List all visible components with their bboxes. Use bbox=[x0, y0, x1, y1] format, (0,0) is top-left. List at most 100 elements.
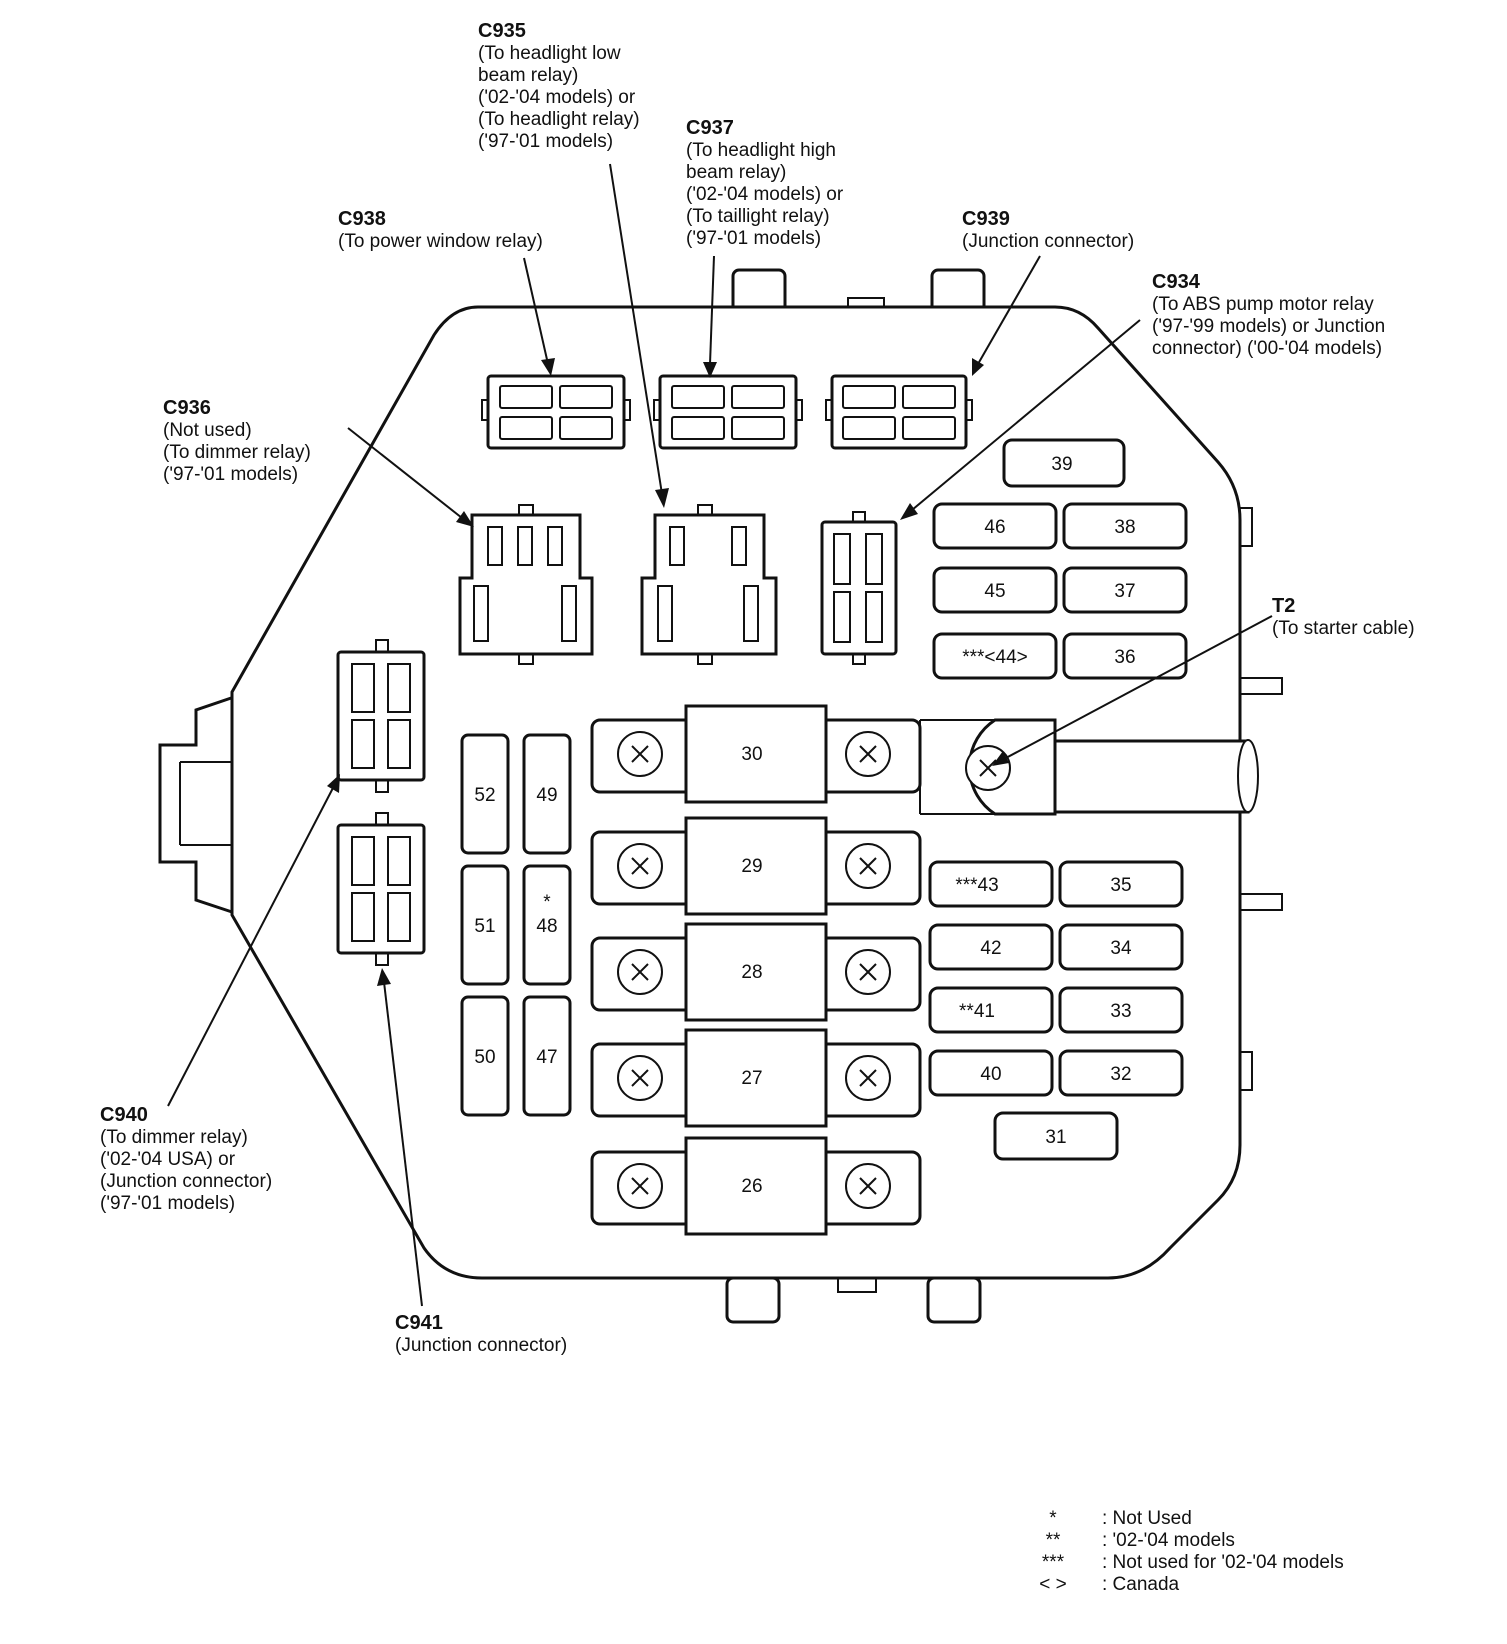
fuse-31-body bbox=[993, 1111, 1119, 1161]
fuse-44-body bbox=[932, 632, 1058, 680]
connector-c936-body bbox=[458, 504, 594, 665]
legend-text-4: : Canada bbox=[1102, 1574, 1180, 1595]
fuse-32-body bbox=[1058, 1049, 1184, 1097]
callout-c937-line-4: (To taillight relay) bbox=[686, 206, 830, 227]
maxi-fuse-30-shell bbox=[590, 704, 922, 804]
fuse-40-body bbox=[928, 1049, 1054, 1097]
fuse-label-39: 39 bbox=[1051, 454, 1072, 475]
leader-lines bbox=[167, 163, 1273, 1307]
fuse-label-35: 35 bbox=[1110, 875, 1131, 896]
callout-c935-line-5: ('97-'01 models) bbox=[478, 131, 613, 152]
callout-c939: C939 (Junction connector) bbox=[962, 208, 1134, 252]
fuse-37-body bbox=[1062, 566, 1188, 614]
callout-t2-id: T2 bbox=[1272, 595, 1295, 617]
fuse-label-47: 47 bbox=[536, 1047, 557, 1068]
legend-symbol-1: * bbox=[1049, 1508, 1057, 1529]
fuse-42-body bbox=[928, 923, 1054, 971]
callout-c934-line-1: (To ABS pump motor relay bbox=[1152, 294, 1374, 315]
fuse-label-45: 45 bbox=[984, 581, 1005, 602]
fuse-labels: 39 46 38 45 37 ***<44> 36 30 29 28 27 26… bbox=[474, 454, 1135, 1197]
callout-c939-id: C939 bbox=[962, 208, 1010, 230]
fuse-34-body bbox=[1058, 923, 1184, 971]
callout-c935-id: C935 bbox=[478, 20, 526, 42]
fuse-label-26: 26 bbox=[741, 1176, 762, 1197]
connector-c937-body bbox=[653, 374, 803, 450]
maxi-fuse-28-shell bbox=[590, 922, 922, 1022]
fuse-label-48: 48 bbox=[536, 916, 557, 937]
connector-c940-body bbox=[336, 639, 426, 793]
legend-symbol-3: *** bbox=[1042, 1552, 1065, 1573]
fuse-43-body bbox=[928, 860, 1054, 908]
callout-c937-line-2: beam relay) bbox=[686, 162, 786, 183]
legend-symbol-4: < > bbox=[1039, 1574, 1066, 1595]
fuse-label-38: 38 bbox=[1114, 517, 1135, 538]
callout-c941: C941 (Junction connector) bbox=[395, 1312, 567, 1356]
connector-c939-body bbox=[825, 374, 973, 450]
callout-c941-id: C941 bbox=[395, 1312, 443, 1334]
fuse-label-51: 51 bbox=[474, 916, 495, 937]
fuse-label-33: 33 bbox=[1110, 1001, 1131, 1022]
fuse-39-body bbox=[1002, 438, 1126, 488]
maxi-fuse-27-shell bbox=[590, 1028, 922, 1128]
callout-c934-id: C934 bbox=[1152, 271, 1201, 293]
callout-c935-line-4: (To headlight relay) bbox=[478, 109, 640, 130]
connector-c935-body bbox=[640, 504, 778, 665]
callout-c936-id: C936 bbox=[163, 397, 211, 419]
fuse-41-body bbox=[928, 986, 1054, 1034]
callout-c940-line-4: ('97-'01 models) bbox=[100, 1193, 235, 1214]
callout-t2: T2 (To starter cable) bbox=[1272, 595, 1415, 639]
fuse-48-body bbox=[522, 864, 572, 986]
fuse-label-32: 32 bbox=[1110, 1064, 1131, 1085]
fuse-label-28: 28 bbox=[741, 962, 762, 983]
callout-c935-line-3: ('02-'04 models) or bbox=[478, 87, 636, 108]
fuse-47-body bbox=[522, 995, 572, 1117]
callout-c937-id: C937 bbox=[686, 117, 734, 139]
connector-c941-body bbox=[336, 812, 426, 966]
fuse-label-34: 34 bbox=[1110, 938, 1132, 959]
fuse-label-44: ***<44> bbox=[962, 647, 1028, 668]
callout-c937-line-5: ('97-'01 models) bbox=[686, 228, 821, 249]
fuse-45-body bbox=[932, 566, 1058, 614]
fuse-label-31: 31 bbox=[1045, 1127, 1066, 1148]
fuse-35-body bbox=[1058, 860, 1184, 908]
fuse-label-37: 37 bbox=[1114, 581, 1135, 602]
legend-text-2: : '02-'04 models bbox=[1102, 1530, 1235, 1551]
fuse-52-body bbox=[460, 733, 510, 855]
callout-t2-line-1: (To starter cable) bbox=[1272, 618, 1415, 639]
legend-text-3: : Not used for '02-'04 models bbox=[1102, 1552, 1344, 1573]
callout-c940-line-2: ('02-'04 USA) or bbox=[100, 1149, 236, 1170]
legend: * : Not Used ** : '02-'04 models *** : N… bbox=[1039, 1508, 1343, 1595]
callout-c936-line-3: ('97-'01 models) bbox=[163, 464, 298, 485]
callout-c936: C936 (Not used) (To dimmer relay) ('97-'… bbox=[163, 397, 311, 485]
fuse-49-body bbox=[522, 733, 572, 855]
legend-symbol-2: ** bbox=[1046, 1530, 1061, 1551]
callout-c938-line-1: (To power window relay) bbox=[338, 231, 543, 252]
fuse-label-50: 50 bbox=[474, 1047, 495, 1068]
callout-c935: C935 (To headlight low beam relay) ('02-… bbox=[478, 20, 640, 152]
fuse-36-body bbox=[1062, 632, 1188, 680]
callout-c940-id: C940 bbox=[100, 1104, 148, 1126]
callout-c935-line-1: (To headlight low bbox=[478, 43, 621, 64]
legend-text-1: : Not Used bbox=[1102, 1508, 1192, 1529]
fuse-label-29: 29 bbox=[741, 856, 762, 877]
fuse-label-36: 36 bbox=[1114, 647, 1135, 668]
callout-c940-line-3: (Junction connector) bbox=[100, 1171, 272, 1192]
connector-c938-body bbox=[481, 374, 631, 450]
callout-c940-line-1: (To dimmer relay) bbox=[100, 1127, 248, 1148]
callout-c936-line-2: (To dimmer relay) bbox=[163, 442, 311, 463]
callout-c937-line-3: ('02-'04 models) or bbox=[686, 184, 844, 205]
callout-c937-line-1: (To headlight high bbox=[686, 140, 836, 161]
callout-c934-line-2: ('97-'99 models) or Junction bbox=[1152, 316, 1385, 337]
callout-c936-line-1: (Not used) bbox=[163, 420, 252, 441]
fuse-38-body bbox=[1062, 502, 1188, 550]
fuse-label-46: 46 bbox=[984, 517, 1005, 538]
fuse-label-40: 40 bbox=[980, 1064, 1001, 1085]
callout-c937: C937 (To headlight high beam relay) ('02… bbox=[686, 117, 844, 249]
fuse-50-body bbox=[460, 995, 510, 1117]
callout-c938: C938 (To power window relay) bbox=[338, 208, 543, 252]
callout-c941-line-1: (Junction connector) bbox=[395, 1335, 567, 1356]
fuse-label-41: **41 bbox=[959, 1001, 995, 1022]
callout-c939-line-1: (Junction connector) bbox=[962, 231, 1134, 252]
callout-c940: C940 (To dimmer relay) ('02-'04 USA) or … bbox=[100, 1104, 272, 1214]
